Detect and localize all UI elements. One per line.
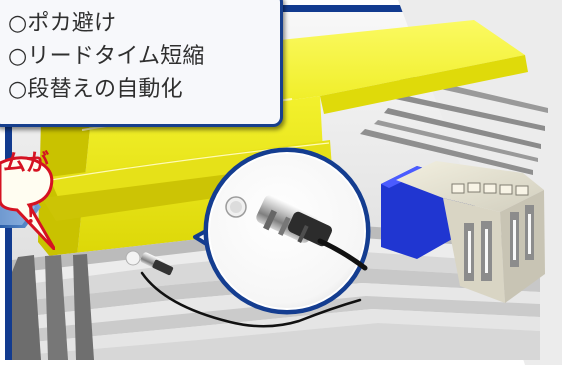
controller-unit: [381, 161, 545, 303]
benefit-item-lead-time-reduction: ○リードタイム短縮: [8, 44, 205, 69]
magnifier-callout: [193, 147, 371, 315]
benefits-callout: ○ポカ避け ○リードタイム短縮 ○段替えの自動化: [0, 0, 283, 127]
small-sensor: [125, 250, 174, 276]
warning-text-line-2: ！: [25, 202, 48, 228]
warning-speech-bubble-fragment: [0, 156, 55, 250]
sensor-cable: [140, 271, 362, 328]
benefit-item-changeover-automation: ○段替えの自動化: [8, 77, 183, 102]
warning-text-line-1: ムが: [3, 150, 49, 176]
benefit-item-error-proofing: ○ポカ避け: [8, 11, 117, 36]
